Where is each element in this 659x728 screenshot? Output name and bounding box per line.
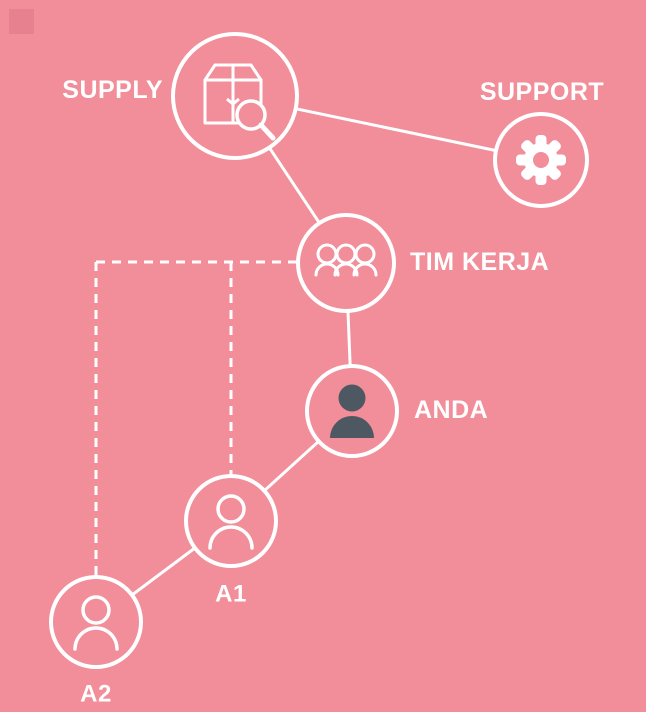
a1-label: A1 (215, 581, 247, 608)
team-icon (314, 243, 378, 277)
person-filled-icon (330, 384, 374, 438)
timkerja-label: TIM KERJA (410, 248, 549, 276)
person-outline-icon (208, 494, 254, 550)
corner-accent-square (9, 9, 34, 34)
right-margin (646, 0, 659, 728)
gear-icon (516, 135, 566, 185)
a2-label: A2 (80, 681, 112, 708)
bottom-margin (0, 712, 659, 728)
supply-node-circle (171, 32, 299, 160)
support-label: SUPPORT (480, 78, 604, 106)
package-search-icon (203, 63, 276, 141)
anda-label: ANDA (414, 396, 488, 424)
person-outline-icon (73, 595, 119, 651)
supply-label: SUPPLY (62, 76, 163, 104)
